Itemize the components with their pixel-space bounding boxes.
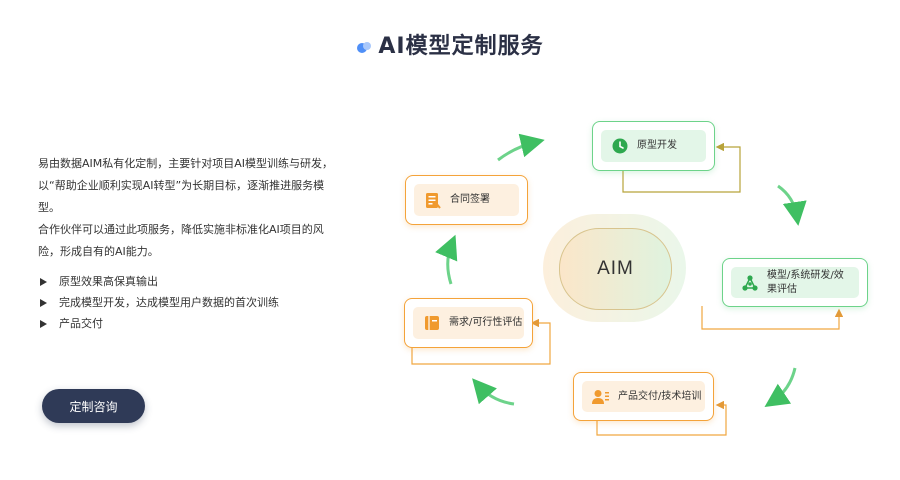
loop-requirements	[411, 318, 551, 365]
clock-icon	[611, 137, 629, 155]
list-item: 完成模型开发，达成模型用户数据的首次训练	[38, 292, 358, 313]
list-item: 产品交付	[38, 313, 358, 334]
node-prototype: 原型开发	[592, 121, 715, 171]
arrow-evaluate-to-delivery	[764, 367, 797, 407]
network-icon	[741, 274, 759, 292]
loop-delivery	[596, 400, 727, 436]
page-title-text: AI模型定制服务	[378, 34, 544, 59]
node-contract-label: 合同签署	[450, 194, 490, 205]
loop-prototype	[622, 142, 741, 193]
node-requirements-label: 需求/可行性评估	[449, 317, 523, 328]
arrow-prototype-to-evaluate	[777, 184, 807, 226]
arrow-delivery-to-requirements	[472, 378, 515, 406]
intro-paragraph-1: 易由数据AIM私有化定制，主要针对项目AI模型训练与研发，以“帮助企业顺利实现A…	[38, 157, 334, 214]
node-contract: 合同签署	[405, 175, 528, 225]
node-evaluate: 模型/系统研发/效果评估	[722, 258, 868, 307]
page-title: AI模型定制服务	[0, 28, 900, 60]
intro-text: 易由数据AIM私有化定制，主要针对项目AI模型训练与研发，以“帮助企业顺利实现A…	[38, 153, 338, 263]
triangle-bullet-icon	[40, 277, 47, 286]
arrow-requirements-to-contract	[435, 234, 458, 285]
title-bubble-icon	[356, 35, 372, 60]
feature-list: 原型效果高保真输出 完成模型开发，达成模型用户数据的首次训练 产品交付	[38, 271, 358, 334]
user-training-icon	[592, 388, 610, 406]
node-prototype-label: 原型开发	[637, 140, 677, 151]
node-delivery-label: 产品交付/技术培训	[618, 390, 702, 402]
consult-button[interactable]: 定制咨询	[42, 389, 145, 423]
node-evaluate-label: 模型/系统研发/效果评估	[767, 269, 844, 295]
loop-evaluate	[701, 306, 844, 330]
intro-paragraph-2: 合作伙伴可以通过此项服务，降低实施非标准化AI项目的风险，形成自有的AI能力。	[38, 223, 324, 258]
book-icon	[423, 314, 441, 332]
list-item: 原型效果高保真输出	[38, 271, 358, 292]
arrow-contract-to-prototype	[497, 133, 545, 162]
contract-icon	[424, 191, 442, 209]
node-requirements: 需求/可行性评估	[404, 298, 533, 348]
triangle-bullet-icon	[40, 298, 47, 307]
aim-center-label: AIM	[559, 228, 672, 310]
node-delivery: 产品交付/技术培训	[573, 372, 714, 421]
triangle-bullet-icon	[40, 319, 47, 328]
